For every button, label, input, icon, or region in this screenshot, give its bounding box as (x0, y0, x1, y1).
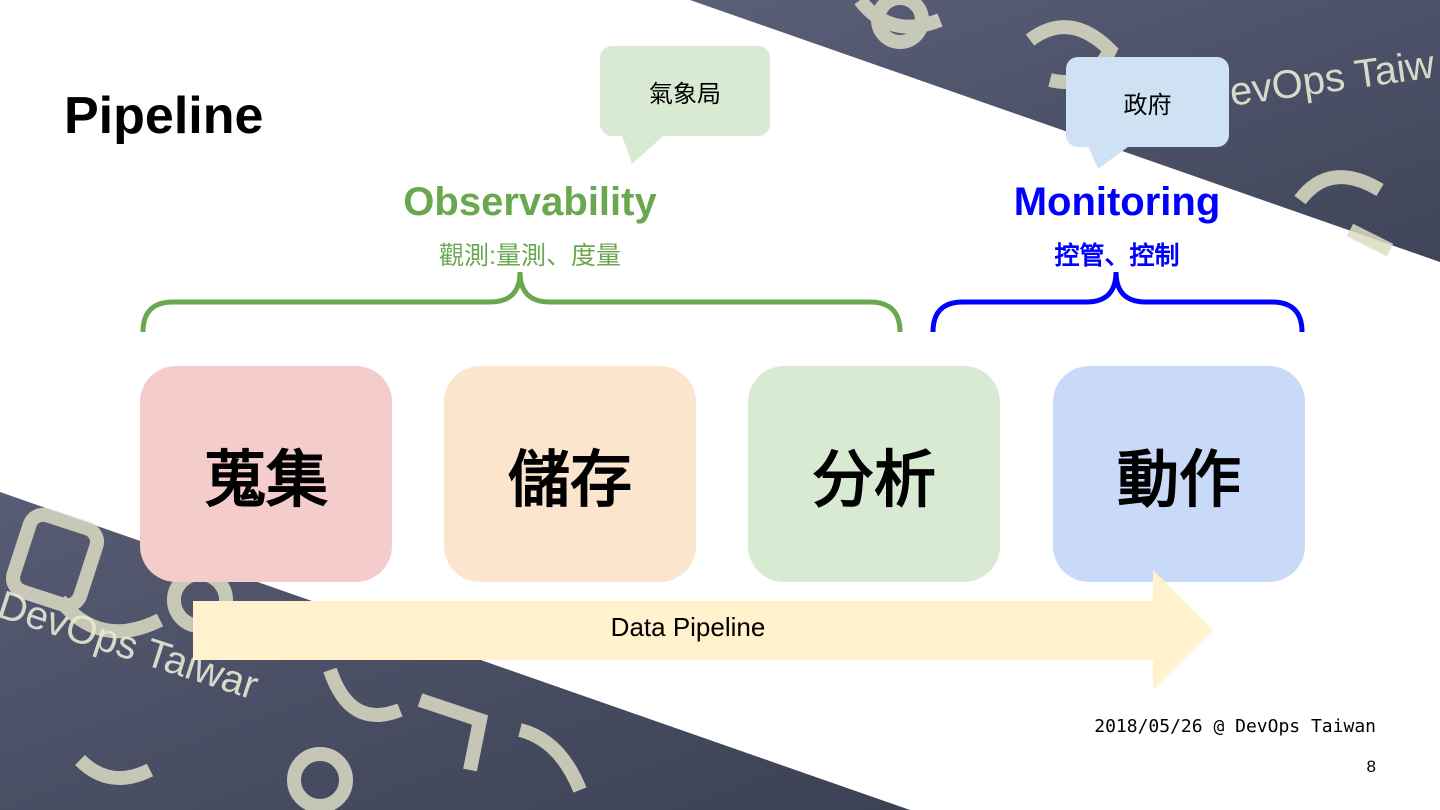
speech-bubble-government: 政府 (1066, 57, 1229, 147)
monitoring-brace (930, 271, 1305, 333)
observability-brace (140, 271, 903, 333)
monitoring-subtitle: 控管、控制 (1054, 242, 1180, 270)
speech-bubble-tail-green (620, 130, 670, 164)
page-title: Pipeline (64, 87, 264, 145)
speech-bubble-weather-bureau: 氣象局 (600, 46, 770, 136)
stage-act: 動作 (1053, 366, 1305, 582)
observability-subtitle: 觀測:量測、度量 (439, 242, 621, 270)
observability-heading: Observability (403, 180, 657, 224)
stage-collect: 蒐集 (140, 366, 392, 582)
speech-bubble-tail-blue (1086, 141, 1136, 169)
monitoring-heading: Monitoring (1013, 180, 1221, 224)
footer-date: 2018/05/26 @ DevOps Taiwan (1094, 716, 1376, 737)
data-pipeline-label: Data Pipeline (610, 612, 766, 642)
stage-analyze: 分析 (748, 366, 1000, 582)
page-number: 8 (1366, 757, 1376, 776)
photo-strip-top (690, 0, 1440, 262)
stage-store: 儲存 (444, 366, 696, 582)
